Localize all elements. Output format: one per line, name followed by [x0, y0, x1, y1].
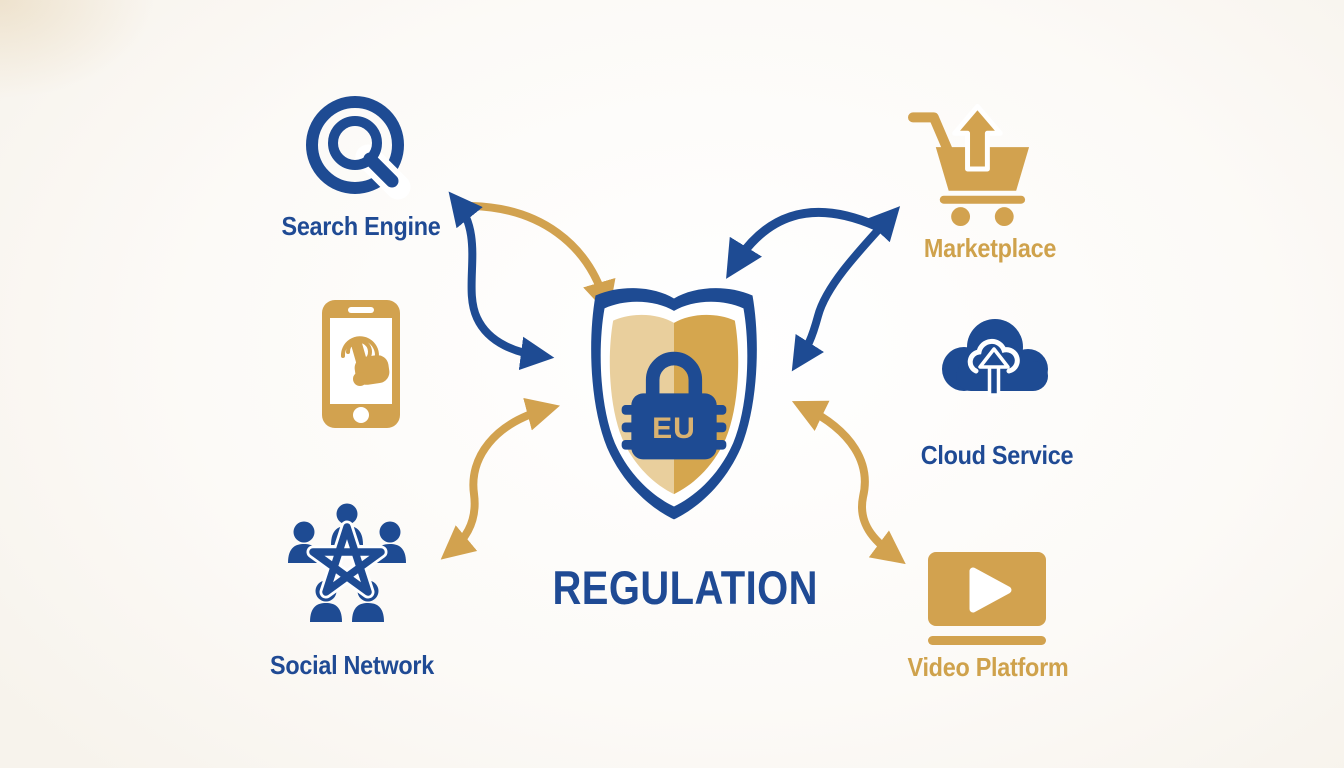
magnifier-icon: [306, 96, 411, 200]
arrow-shield-social-gold: [440, 397, 560, 560]
padlock-icon: EU: [621, 351, 727, 460]
cart-up-arrow-icon: [908, 103, 1030, 227]
eu-shield-lock-icon: EU: [591, 288, 757, 520]
arrow-shield-video-gold: [791, 400, 906, 565]
arrow-shield-marketplace-blue: [791, 206, 901, 372]
marketplace-label: Marketplace: [923, 233, 1057, 263]
eu-badge-text: EU: [652, 412, 696, 445]
arrow-shield-search-blue: [448, 191, 555, 371]
search-engine-label: Search Engine: [281, 211, 441, 241]
smartphone-tap-icon: [322, 300, 400, 428]
people-network-icon: [288, 503, 406, 622]
cloud-upload-icon: [942, 319, 1048, 397]
video-player-icon: [928, 552, 1046, 645]
cloud-service-label: Cloud Service: [920, 440, 1074, 470]
video-platform-label: Video Platform: [907, 652, 1069, 682]
social-network-label: Social Network: [270, 650, 434, 680]
regulation-caption: REGULATION: [552, 561, 818, 614]
